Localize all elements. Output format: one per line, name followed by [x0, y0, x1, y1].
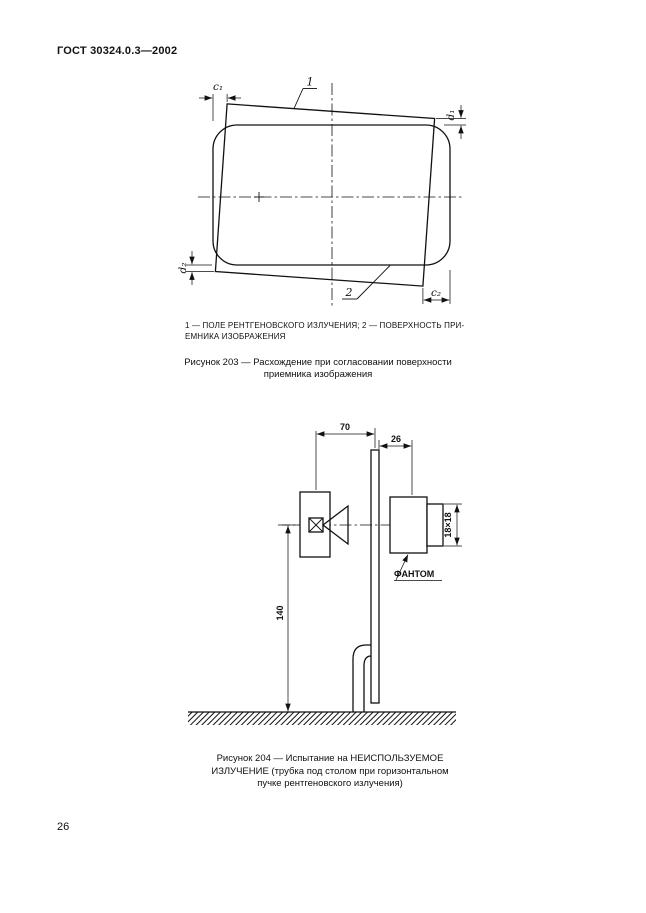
- figure-204-caption-line-3: пучке рентгеновского излучения): [257, 778, 403, 789]
- dimension-c2: [422, 270, 451, 304]
- figure-204-caption: Рисунок 204 — Испытание на НЕИСПОЛЬЗУЕМО…: [148, 753, 512, 791]
- callout-2-label: 2: [345, 286, 353, 299]
- dim-label-d2: d₂: [178, 263, 189, 274]
- dim-label-70: 70: [340, 422, 350, 432]
- dimension-d1: [436, 105, 466, 139]
- figure-204-diagram: 70 26 18×18 140 ФАНТОМ: [188, 422, 462, 725]
- figure-203-caption: Рисунок 203 — Расхождение при согласован…: [136, 357, 500, 381]
- image-receiver-outline: [212, 124, 451, 266]
- phantom-back-block: [426, 503, 444, 547]
- floor-hatch: [188, 712, 456, 725]
- dimension-140: [282, 524, 299, 712]
- page-number: 26: [57, 821, 70, 833]
- callout-1-leader: [293, 88, 317, 109]
- callout-2-leader: [342, 265, 391, 300]
- xray-field-outline: [214, 103, 436, 287]
- figure-203-caption-line-2: приемника изображения: [263, 369, 373, 380]
- legend-line-2: ЕМНИКА ИЗОБРАЖЕНИЯ: [185, 331, 286, 341]
- center-cross: [254, 192, 264, 202]
- dim-label-c1: c₁: [213, 81, 223, 93]
- dimension-26: [378, 440, 413, 495]
- dimension-70: [315, 428, 376, 490]
- figure-203-legend: 1 — ПОЛЕ РЕНТГЕНОВСКОГО ИЗЛУЧЕНИЯ; 2 — П…: [185, 321, 464, 342]
- dim-label-c2: c₂: [431, 287, 441, 299]
- dimension-c1: [199, 94, 241, 121]
- phantom-front-block: [389, 496, 428, 554]
- dim-label-140: 140: [275, 605, 285, 620]
- callout-1-label: 1: [307, 76, 314, 89]
- figure-204-caption-line-2: ИЗЛУЧЕНИЕ (трубка под столом при горизон…: [211, 765, 449, 777]
- figure-203-diagram: c₁ d₁ d₂ c₂ 1: [178, 76, 466, 307]
- document-header: ГОСТ 30324.0.3—2002: [57, 45, 178, 57]
- dimension-18x18: [444, 503, 462, 547]
- beam-cone: [321, 504, 349, 546]
- support-stand-outer: [352, 644, 371, 712]
- phantom-leader: [394, 554, 442, 581]
- figure-203-caption-line-1: Рисунок 203 — Расхождение при согласован…: [184, 357, 452, 368]
- phantom-label: ФАНТОМ: [394, 569, 434, 579]
- legend-line-1: 1 — ПОЛЕ РЕНТГЕНОВСКОГО ИЗЛУЧЕНИЯ; 2 — П…: [185, 321, 465, 330]
- dim-label-26: 26: [391, 434, 401, 444]
- support-stand-inner: [363, 655, 372, 712]
- focal-spot-symbol: [308, 517, 324, 533]
- dimension-d2: [186, 251, 214, 285]
- table-plate: [370, 449, 380, 704]
- dim-label-18x18: 18×18: [443, 512, 453, 537]
- figure-204-caption-line-1: Рисунок 204 — Испытание на НЕИСПОЛЬЗУЕМО…: [216, 753, 444, 764]
- dim-label-d1: d₁: [445, 110, 457, 121]
